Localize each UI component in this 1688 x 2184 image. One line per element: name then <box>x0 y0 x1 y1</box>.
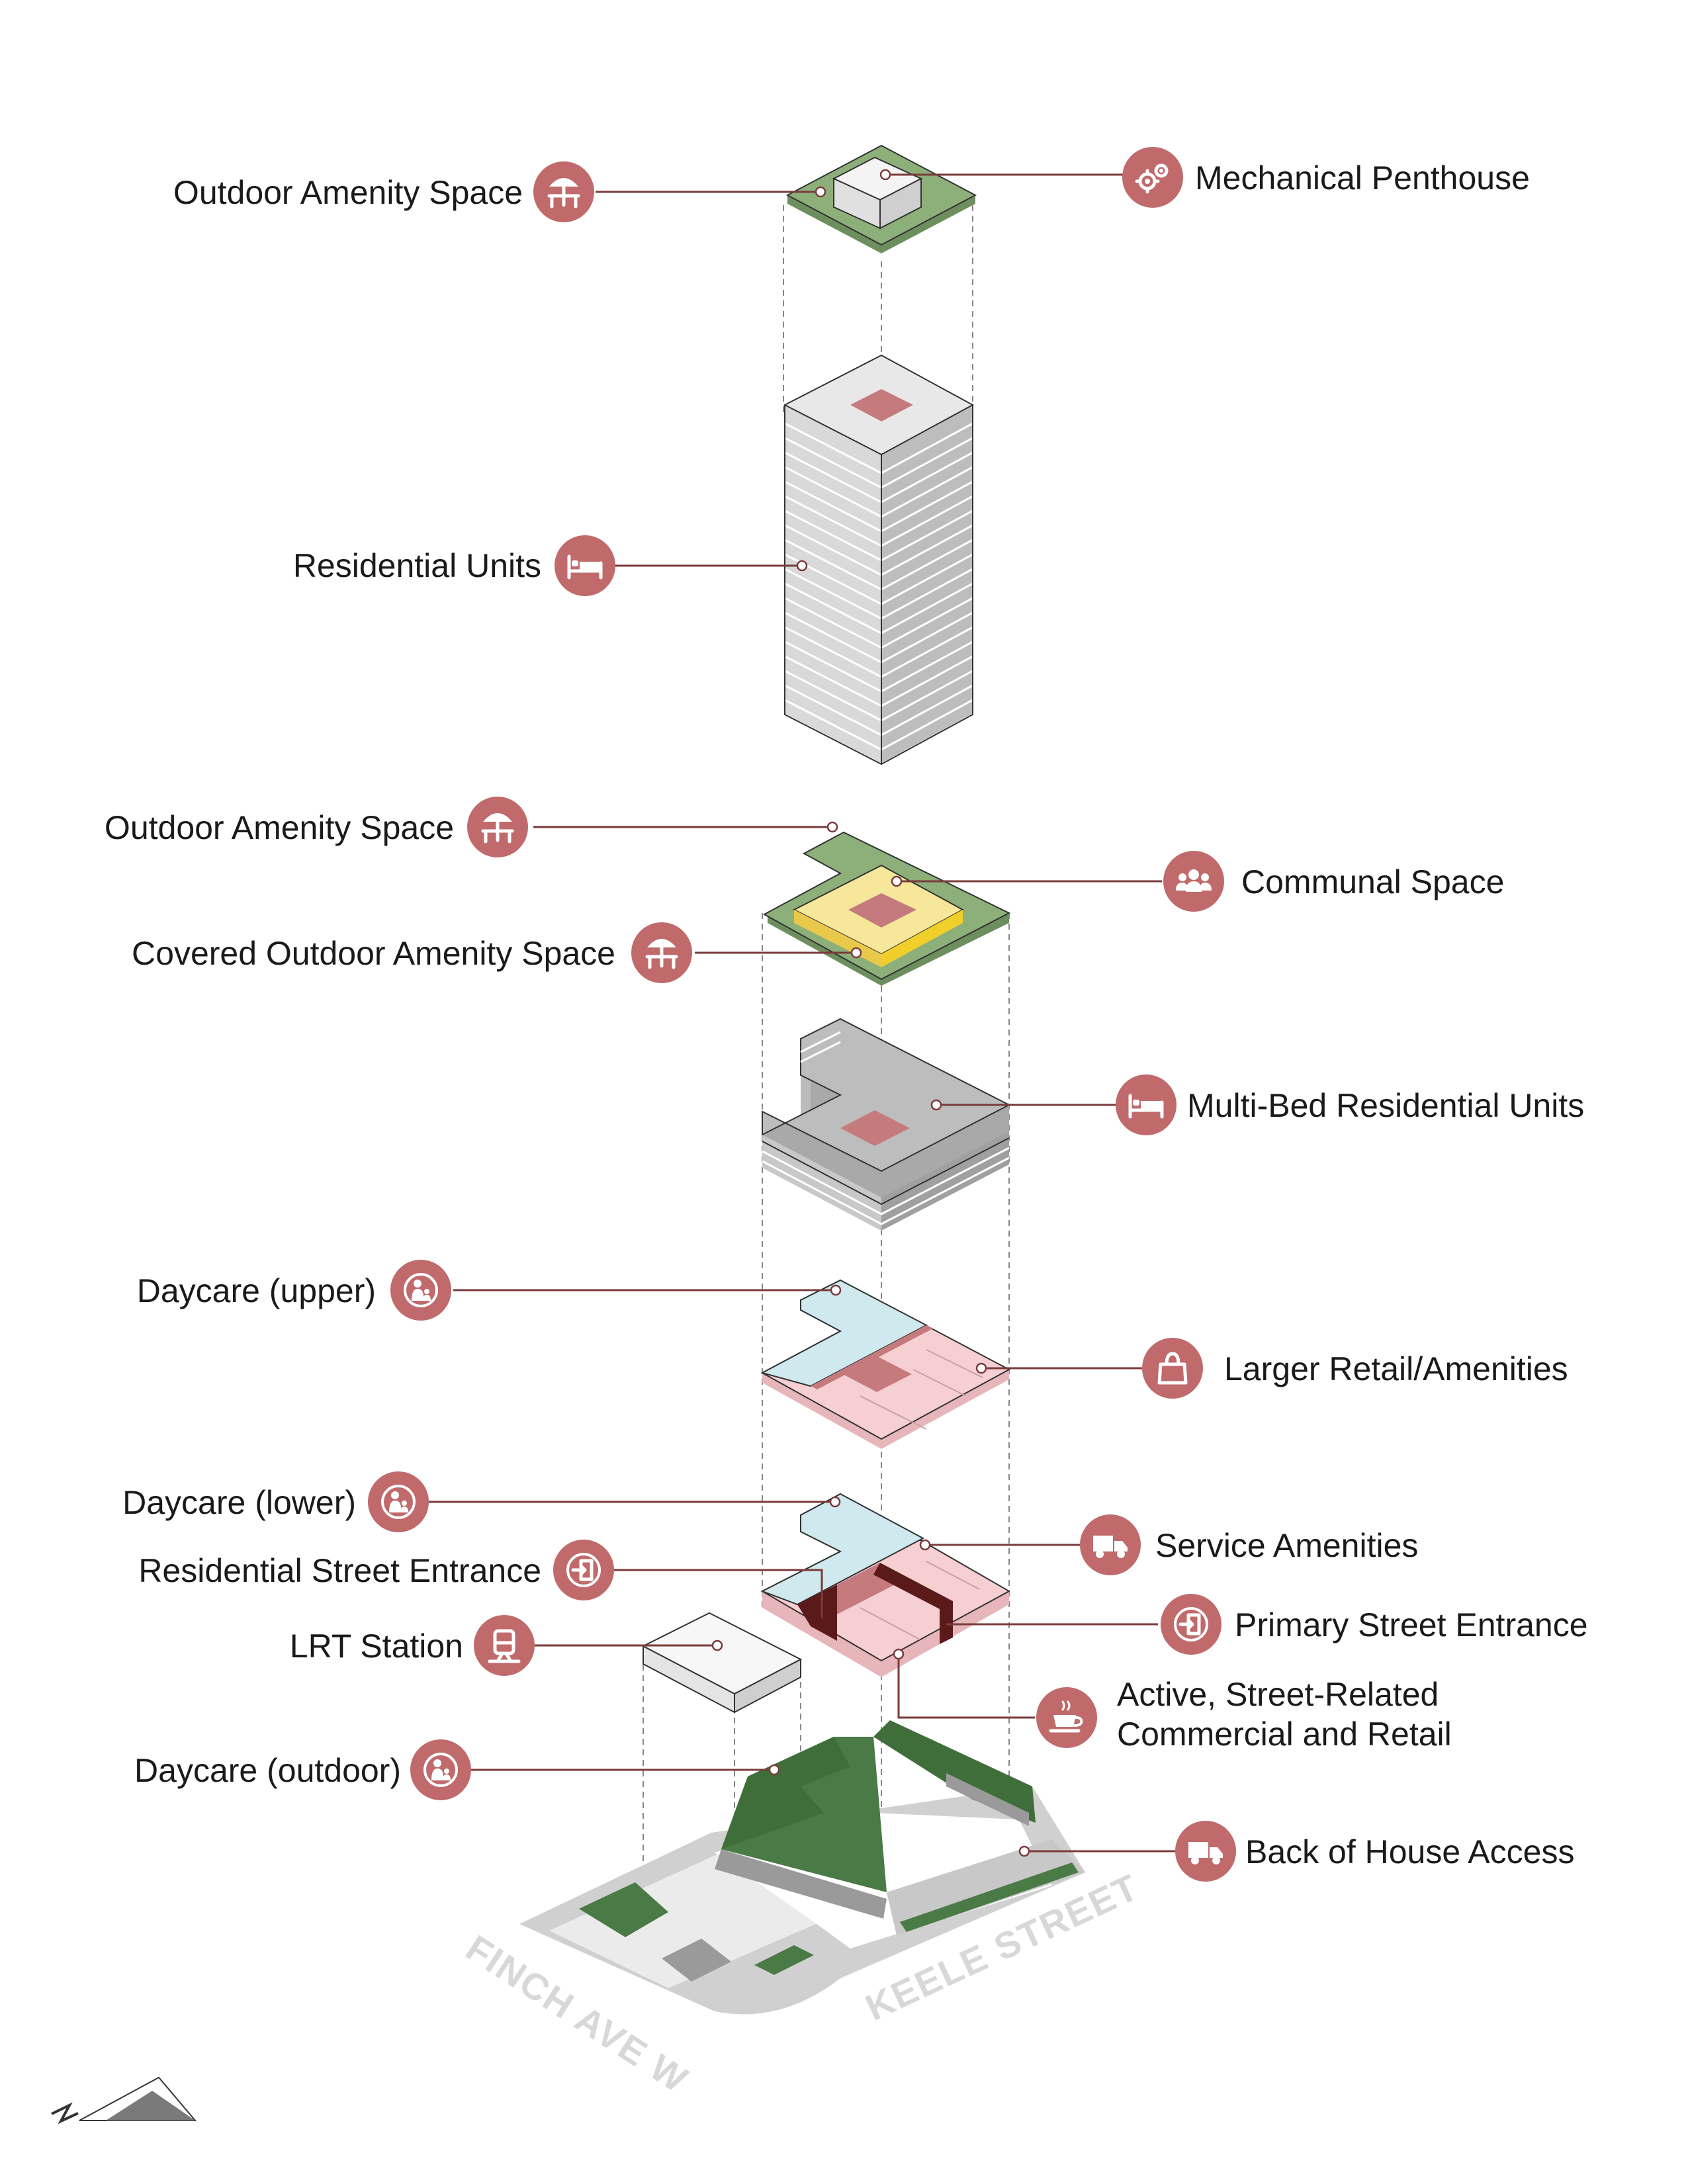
truck-icon <box>1175 1821 1236 1882</box>
umbrella-table-icon <box>467 797 528 857</box>
door-entrance-icon <box>1161 1594 1222 1655</box>
label-outdoor-amenity-mid: Outdoor Amenity Space <box>105 809 454 846</box>
label-active-commercial-line1: Active, Street-Related <box>1117 1676 1439 1713</box>
leader-dots <box>711 169 1030 1857</box>
leader-lines <box>429 173 1177 1853</box>
parent-child-icon <box>390 1260 451 1321</box>
label-larger-retail: Larger Retail/Amenities <box>1224 1350 1568 1387</box>
label-residential-street-entrance: Residential Street Entrance <box>138 1552 541 1589</box>
gears-icon <box>1122 147 1183 208</box>
coffee-cup-icon <box>1036 1687 1097 1748</box>
label-active-commercial-line2: Commercial and Retail <box>1117 1716 1452 1753</box>
label-daycare-lower: Daycare (lower) <box>122 1484 356 1521</box>
label-lrt-station: LRT Station <box>290 1628 463 1665</box>
parent-child-icon <box>410 1739 471 1800</box>
lrt-station-box <box>641 1612 803 1714</box>
bed-icon <box>555 535 615 596</box>
upper-retail-level <box>760 1279 1011 1449</box>
label-multi-bed-units: Multi-Bed Residential Units <box>1187 1087 1584 1124</box>
roof-level <box>785 144 977 253</box>
label-residential-units: Residential Units <box>293 547 541 584</box>
label-communal-space: Communal Space <box>1241 863 1504 900</box>
label-daycare-upper: Daycare (upper) <box>137 1272 376 1309</box>
parent-child-icon <box>368 1471 429 1532</box>
label-daycare-outdoor: Daycare (outdoor) <box>134 1752 401 1789</box>
podium-amenity-level <box>762 831 1011 986</box>
tower-floor-lines <box>784 405 973 765</box>
multi-bed-floor-lines <box>762 1031 1010 1225</box>
people-icon <box>1163 851 1224 912</box>
label-outdoor-amenity-top: Outdoor Amenity Space <box>173 174 523 211</box>
north-arrow-icon <box>51 2076 197 2124</box>
shopping-bag-icon <box>1142 1338 1203 1399</box>
train-icon <box>474 1615 535 1676</box>
label-covered-outdoor-amenity: Covered Outdoor Amenity Space <box>132 935 615 972</box>
umbrella-table-icon <box>533 161 594 222</box>
bed-icon <box>1116 1074 1177 1135</box>
truck-icon <box>1080 1514 1141 1575</box>
label-mechanical-penthouse: Mechanical Penthouse <box>1195 159 1530 197</box>
site-ground-plan: FINCH AVE W KEELE STREET <box>459 1720 1145 2101</box>
residential-tower <box>783 354 975 765</box>
label-service-amenities: Service Amenities <box>1155 1527 1418 1564</box>
ground-retail-level <box>760 1493 1011 1677</box>
label-primary-street-entrance: Primary Street Entrance <box>1235 1606 1588 1643</box>
callout-labels: Outdoor Amenity Space Mechanical Penthou… <box>105 159 1588 1870</box>
umbrella-table-icon <box>631 922 692 983</box>
door-entrance-icon <box>553 1540 614 1600</box>
multi-bed-block <box>762 1018 1011 1231</box>
label-back-of-house: Back of House Access <box>1245 1833 1574 1870</box>
